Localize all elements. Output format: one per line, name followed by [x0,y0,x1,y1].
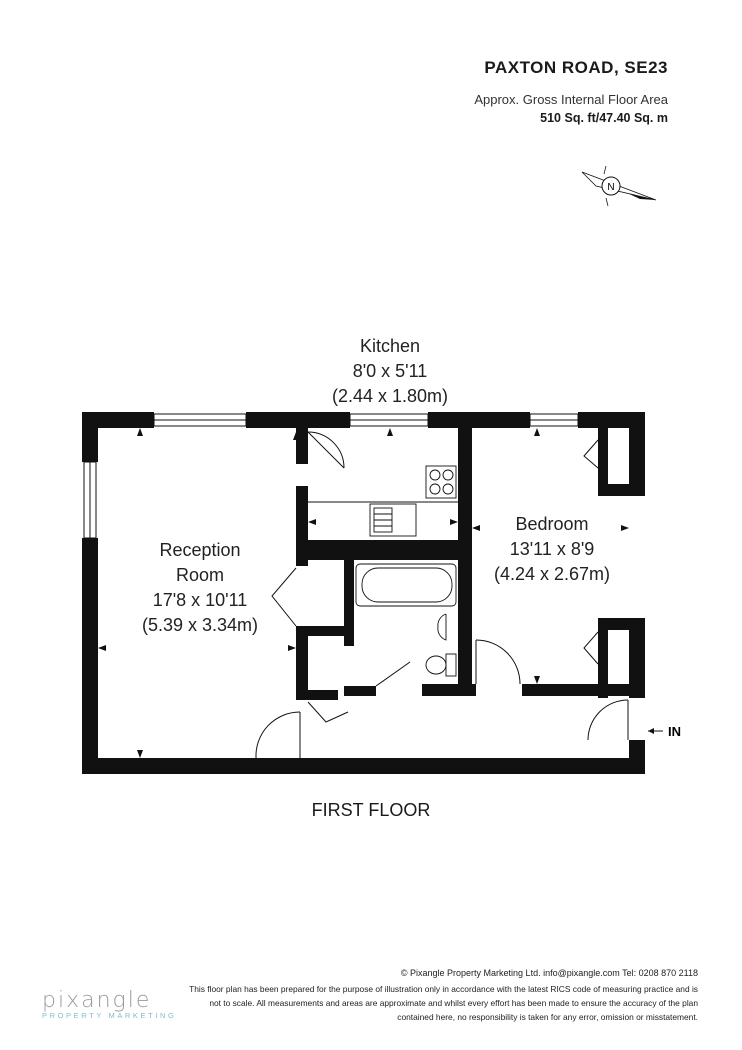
kitchen-imperial: 8'0 x 5'11 [353,361,428,381]
kitchen-name: Kitchen [360,336,420,356]
reception-imperial: 17'8 x 10'11 [153,590,248,610]
kitchen-metric: (2.44 x 1.80m) [332,386,448,406]
entrance-marker: IN [648,724,681,739]
floor-area-label: Approx. Gross Internal Floor Area [474,92,668,107]
reception-metric: (5.39 x 3.34m) [142,615,258,635]
bathroom-fittings [355,563,457,677]
floor-label: FIRST FLOOR [311,800,431,820]
entrance-label: IN [668,724,681,739]
reception-label: Reception Room 17'8 x 10'11 (5.39 x 3.34… [142,540,258,635]
kitchen-fittings [308,465,458,537]
pixangle-logo: pixangle PROPERTY MARKETING [42,988,176,1020]
disclaimer-line-3: contained here, no responsibility is tak… [397,1012,698,1022]
bedroom-imperial: 13'11 x 8'9 [510,539,595,559]
footer-disclaimer: © Pixangle Property Marketing Ltd. info@… [138,966,698,1024]
footer-copyright: © Pixangle Property Marketing Ltd. info@… [400,968,698,978]
bedroom-metric: (4.24 x 2.67m) [494,564,610,584]
bedroom-label: Bedroom 13'11 x 8'9 (4.24 x 2.67m) [494,514,610,584]
compass-icon: N [581,165,657,207]
windows [83,413,579,539]
logo-wordmark: pixangle [42,988,152,1013]
disclaimer-line-1: This floor plan has been prepared for th… [189,984,698,994]
dimension-markers [98,428,629,758]
logo-tagline: PROPERTY MARKETING [42,1011,177,1020]
kitchen-label: Kitchen 8'0 x 5'11 (2.44 x 1.80m) [332,336,448,406]
bedroom-name: Bedroom [515,514,588,534]
reception-name-2: Room [176,565,224,585]
doors [255,431,629,759]
arrow-left-icon [648,728,654,734]
floor-area-value: 510 Sq. ft/47.40 Sq. m [540,111,668,125]
property-header: PAXTON ROAD, SE23 Approx. Gross Internal… [474,58,668,125]
property-address: PAXTON ROAD, SE23 [484,58,668,77]
walls [82,412,645,774]
reception-name-1: Reception [159,540,240,560]
compass-north-letter: N [607,182,614,193]
disclaimer-line-2: not to scale. All measurements and areas… [209,998,698,1008]
